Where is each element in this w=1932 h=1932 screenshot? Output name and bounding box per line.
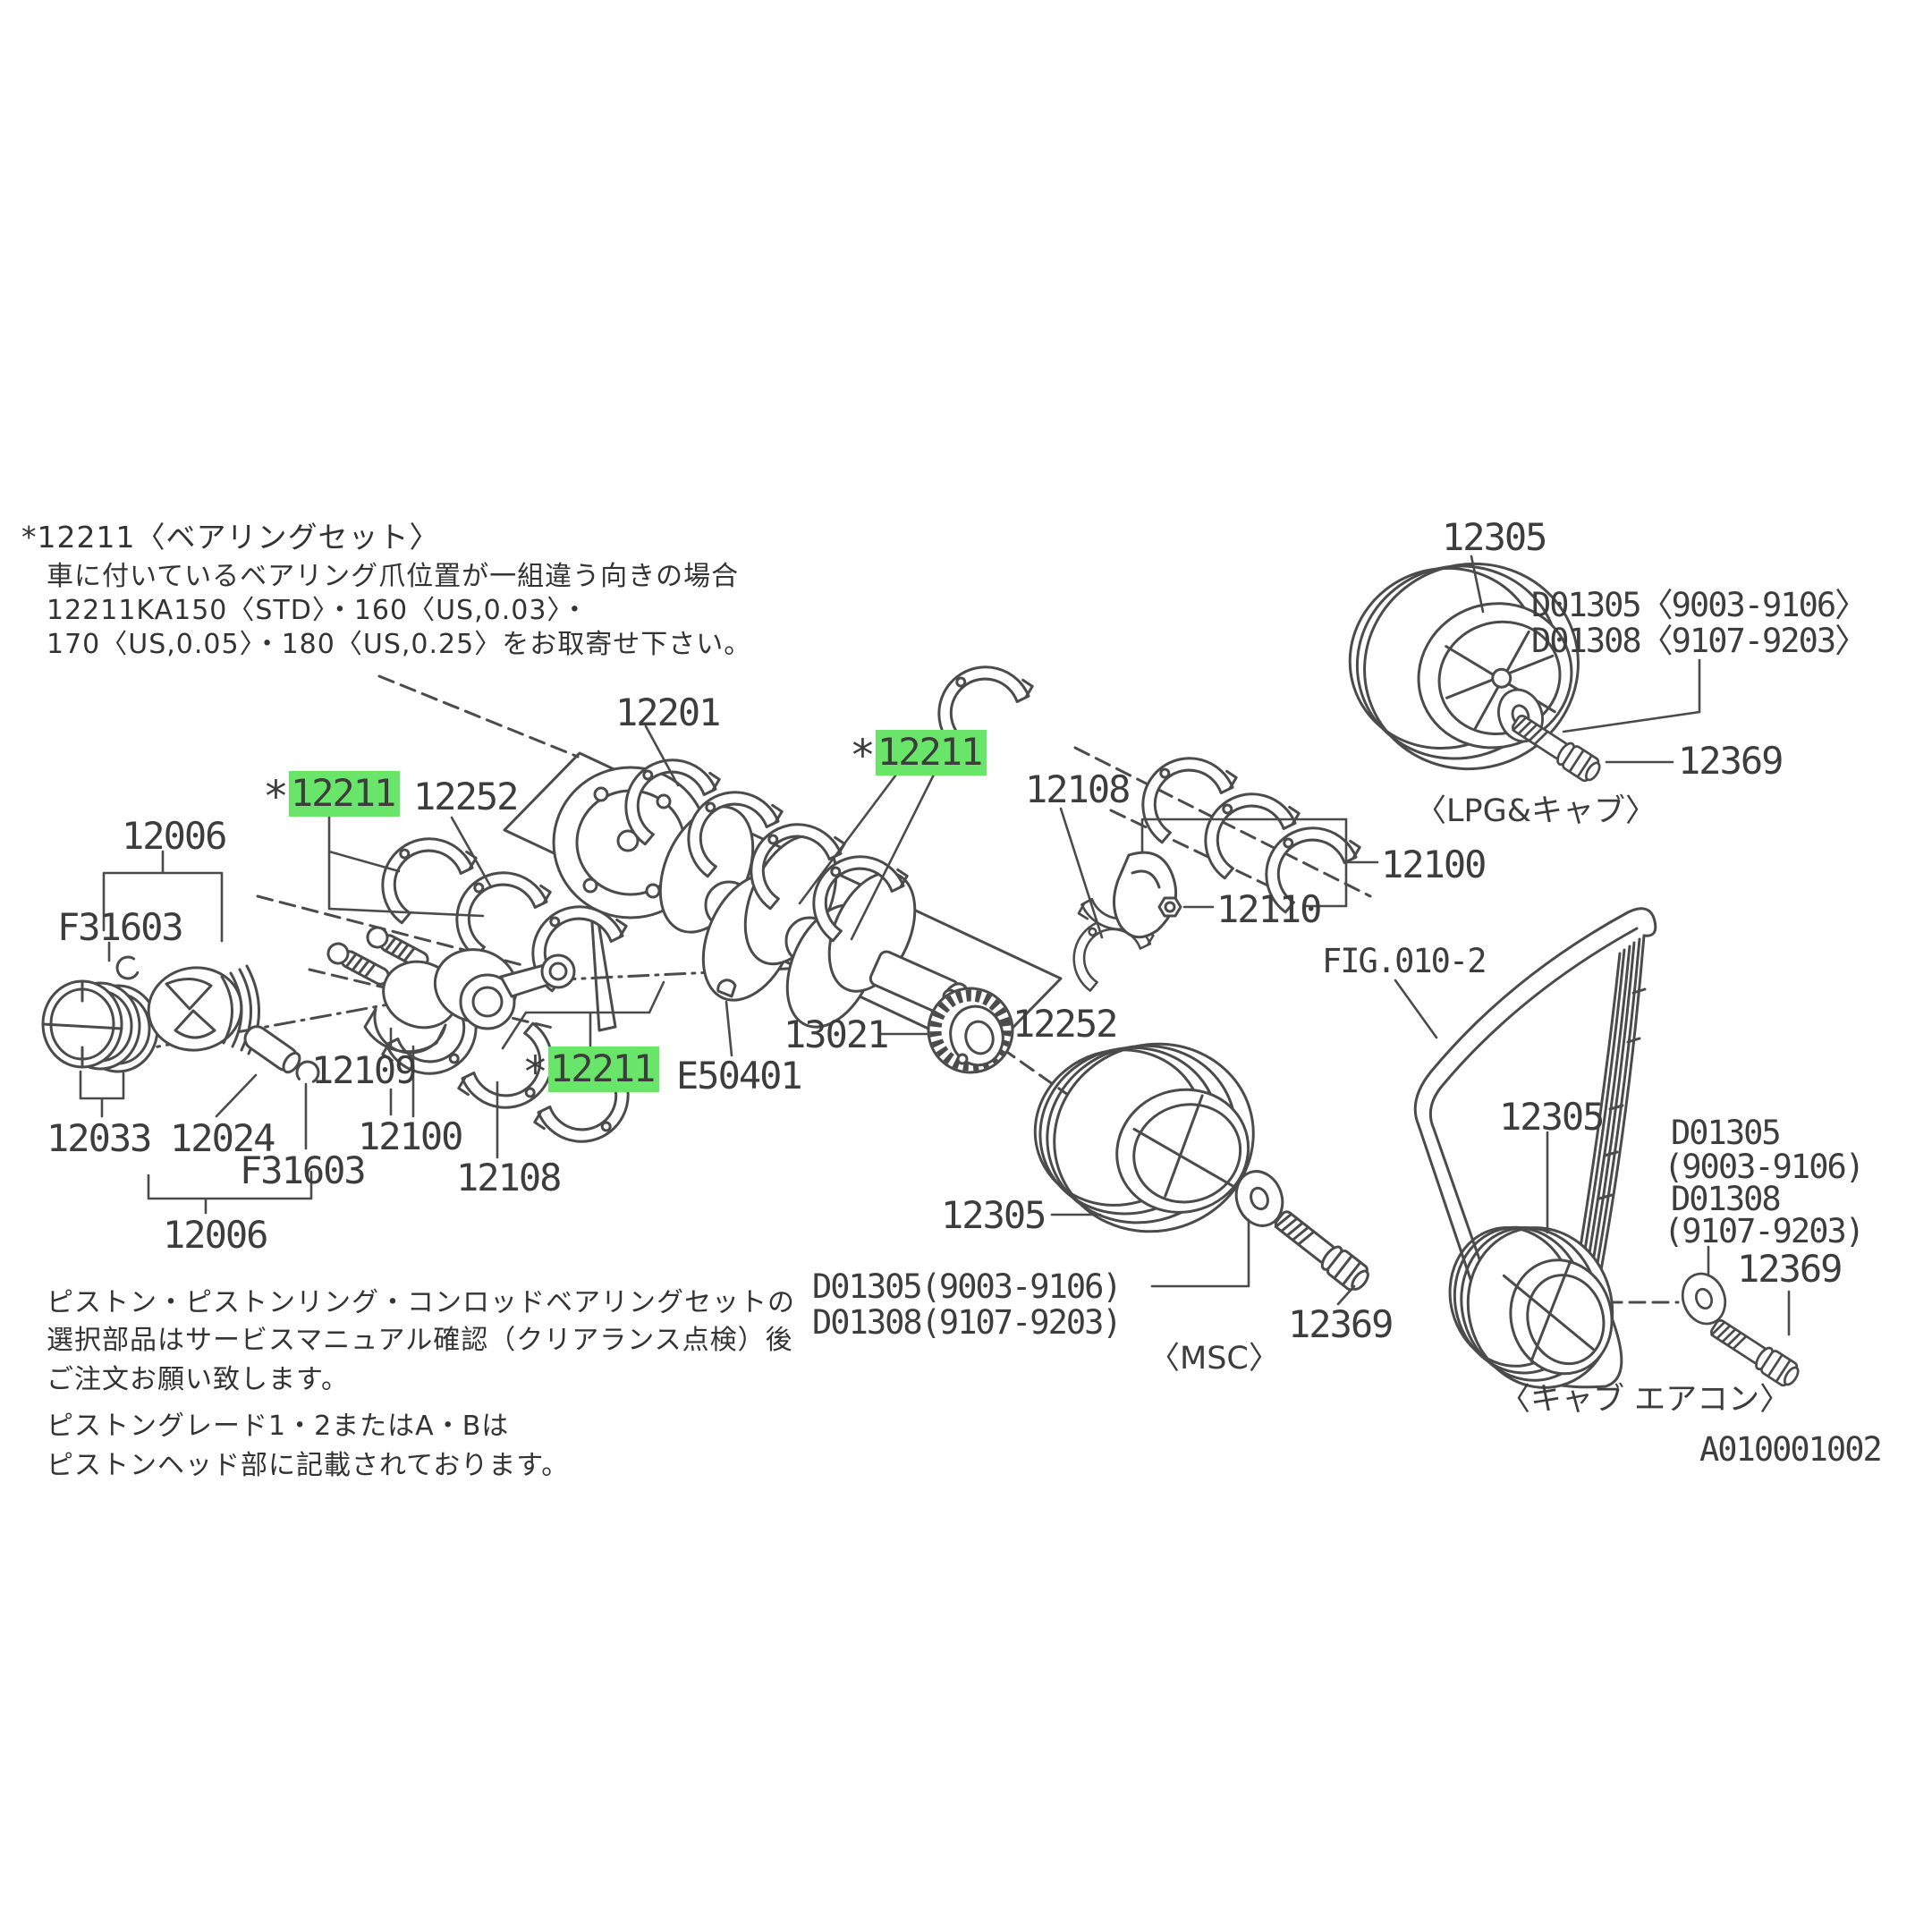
part-label-e50401: E50401 [676,1054,803,1097]
piston-pin [243,1025,301,1074]
highlight-box: 12211 [875,730,987,775]
caption-lpg-carb: 〈LPG&キャブ〉 [1415,793,1657,829]
note-top-line-3: 12211KA150〈STD〉・160〈US,0.03〉・ [47,595,589,626]
part-label-f31603-bottom: F31603 [240,1148,367,1192]
highlight-box: 12211 [288,771,401,817]
figure-reference: FIG.010-2 [1322,942,1487,980]
highlight-box: 12211 [547,1046,660,1092]
part-label-13021: 13021 [784,1013,889,1056]
part-label-d01308-lpg: D01308〈9107-9203〉 [1531,622,1868,660]
rod-cap-assembly [1074,850,1182,953]
snap-ring [113,953,140,983]
part-label-12211-highlight-2: *12211 [850,730,987,777]
note-top-line-1: *12211〈ベアリングセット〉 [21,520,440,555]
note-bottom-line-5: ピストンヘッド部に記載されております。 [47,1450,570,1481]
part-label-12369-lpg: 12369 [1678,739,1784,783]
part-label-12006-top: 12006 [122,814,227,858]
part-label-12305-lpg: 12305 [1442,515,1547,559]
part-label-12305-aircon: 12305 [1499,1095,1605,1139]
document-id: A010001002 [1699,1430,1883,1469]
asterisk-marker: * [522,1047,548,1097]
part-label-12110: 12110 [1216,887,1322,931]
part-label-12108-a: 12108 [1025,767,1131,811]
crank-pulley-aircon [1448,1225,1614,1389]
part-label-12109: 12109 [311,1048,417,1092]
part-label-d01308-msc: D01308(9107-9203) [812,1303,1123,1342]
part-label-12201: 12201 [615,691,721,734]
part-label-12252-a: 12252 [413,775,519,818]
pulley-bolt [1269,1204,1375,1297]
leader-lines [79,555,1791,1336]
part-label-12006-bottom: 12006 [163,1213,268,1257]
part-label-12252-b: 12252 [1013,1002,1118,1046]
part-label-12033: 12033 [47,1116,152,1160]
part-label-d01305-aircon: D01305 [1671,1114,1782,1152]
part-label-12305-msc: 12305 [941,1193,1046,1237]
note-bottom-line-4: ピストングレード1・2またはA・Bは [47,1411,510,1442]
note-bottom-line-1: ピストン・ピストンリング・コンロッドベアリングセットの [47,1287,795,1318]
caption-msc: 〈MSC〉 [1148,1341,1280,1377]
part-label-12108-lower: 12108 [456,1156,562,1199]
part-label-12100-bracket: 12100 [1381,843,1487,886]
part-label-d01308-range: (9107-9203) [1664,1212,1865,1250]
caption-carb-aircon: 〈キャブ エアコン〉 [1499,1382,1792,1418]
asterisk-marker: * [263,772,289,822]
part-label-12100-rod: 12100 [358,1114,463,1158]
note-bottom-line-3: ご注文お願い致します。 [47,1364,349,1395]
note-bottom-line-2: 選択部品はサービスマニュアル確認（クリアランス点検）後 [47,1325,793,1356]
part-label-12211-highlight-3: *12211 [522,1046,660,1097]
part-label-d01305-range: (9003-9106) [1664,1148,1865,1186]
part-label-d01305-lpg: D01305〈9003-9106〉 [1531,586,1868,624]
part-label-d01305-msc: D01305(9003-9106) [812,1267,1123,1306]
piston-ring-set [41,979,159,1073]
connecting-rod [323,922,576,1055]
part-label-12024: 12024 [170,1116,275,1160]
part-label-d01308-aircon: D01308 [1671,1180,1782,1218]
asterisk-marker: * [850,731,876,781]
part-label-f31603-top: F31603 [57,905,184,949]
piston [147,964,260,1055]
note-top-line-4: 170〈US,0.05〉・180〈US,0.25〉をお取寄せ下さい。 [47,629,752,660]
crank-pulley-msc [1033,1042,1255,1233]
note-top-line-2: 車に付いているベアリング爪位置が一組違う向きの場合 [47,561,740,592]
bearing-shell [1185,769,1304,881]
part-label-12211-highlight-1: *12211 [263,771,401,818]
part-label-12369-msc: 12369 [1288,1302,1394,1346]
part-label-12369-aircon: 12369 [1737,1247,1843,1291]
woodruff-key [716,979,737,998]
